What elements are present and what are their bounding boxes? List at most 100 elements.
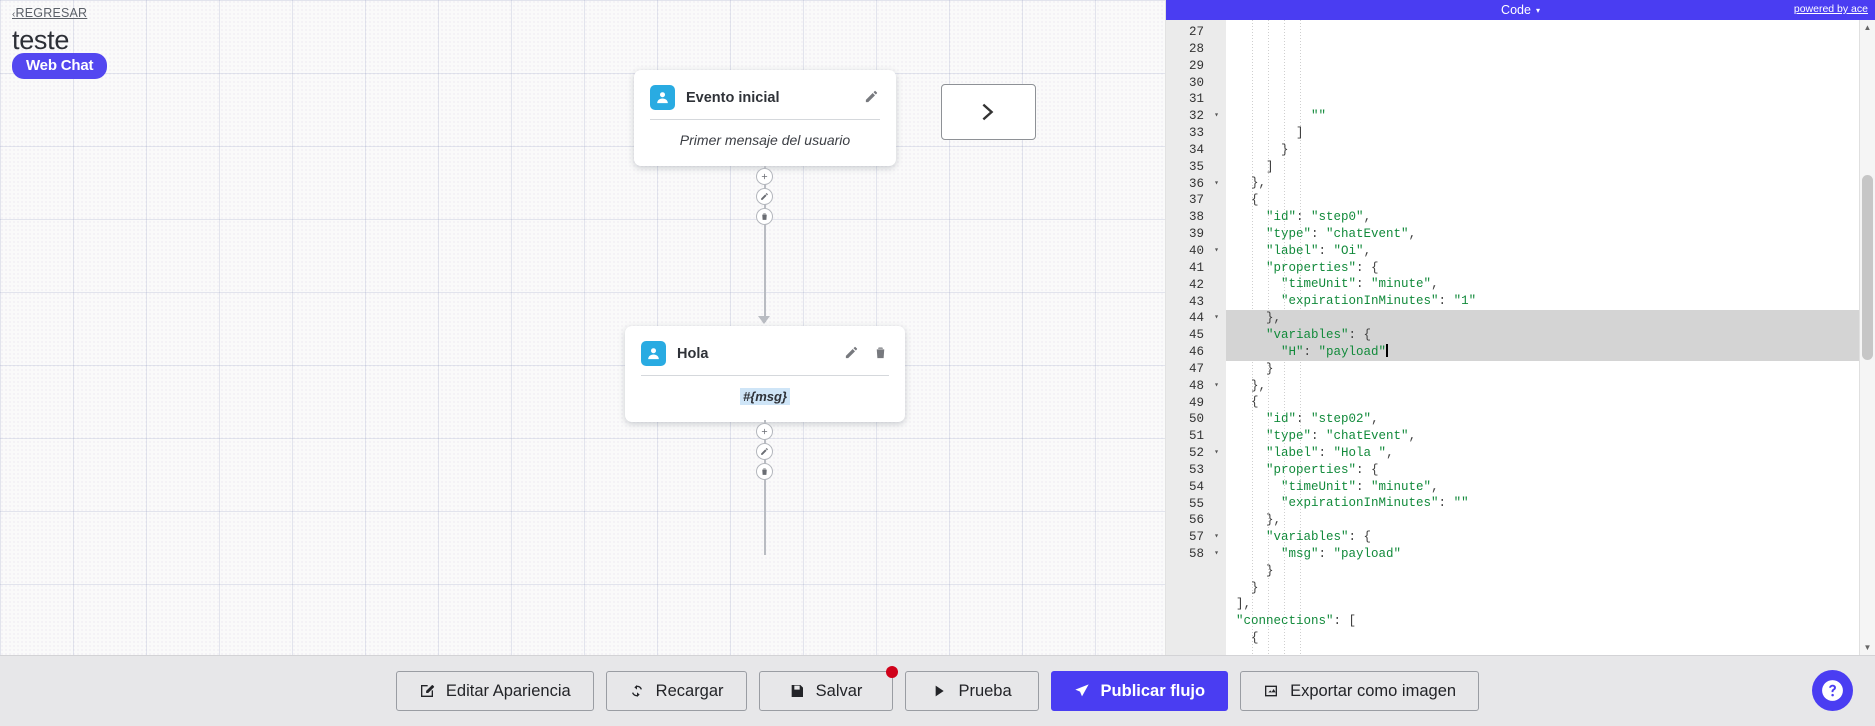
delete-node-icon[interactable] [871,345,889,363]
toolbar-button-editar-apariencia[interactable]: Editar Apariencia [395,671,594,711]
line-number: 53 [1188,462,1204,477]
code-line[interactable]: "id": "step02", [1266,412,1379,427]
line-number: 42 [1188,277,1204,292]
line-number: 43 [1188,294,1204,309]
code-line[interactable]: "" [1311,109,1327,123]
add-step-icon[interactable] [756,423,773,440]
user-icon [650,85,675,110]
code-line[interactable]: "expirationInMinutes": "1" [1281,294,1477,309]
code-line[interactable]: }, [1236,378,1267,393]
connector-actions-2[interactable] [756,423,773,480]
node-body: #{msg} [625,376,905,422]
line-number: 29 [1188,58,1204,73]
line-number: 57▾ [1188,530,1219,545]
code-line[interactable]: "id": "step0", [1266,210,1372,225]
code-line[interactable]: ], [1236,597,1252,612]
line-number: 31 [1188,92,1204,107]
line-number: 50 [1188,412,1204,427]
code-line[interactable]: "connections": [ [1236,614,1357,629]
fold-toggle-icon[interactable]: ▾ [1214,532,1219,542]
line-number: 40▾ [1188,243,1219,258]
scroll-down-icon[interactable]: ▼ [1863,643,1872,652]
code-line[interactable]: { [1236,193,1259,208]
code-line[interactable]: }, [1236,513,1282,528]
line-number: 45 [1188,328,1204,343]
code-text-area[interactable]: "" ] } ] }, { "id": "step0", "type": "ch… [1226,20,1875,655]
help-button[interactable] [1812,670,1853,711]
code-line[interactable]: } [1236,361,1274,376]
line-number: 52▾ [1188,446,1219,461]
code-line[interactable]: "properties": { [1266,462,1379,477]
line-number: 51 [1188,429,1204,444]
node-divider [641,375,889,376]
node-variable-chip: #{msg} [739,388,791,405]
code-line[interactable]: ] [1236,125,1304,140]
powered-by-ace-link[interactable]: powered by ace [1793,3,1868,15]
toolbar-button-salvar[interactable]: Salvar [758,666,898,711]
toolbar-button-recargar[interactable]: Recargar [605,671,747,711]
code-line[interactable]: } [1236,142,1289,157]
code-line[interactable]: "timeUnit": "minute", [1281,479,1439,494]
edit-node-icon[interactable] [842,345,860,363]
code-line[interactable]: "timeUnit": "minute", [1281,277,1439,292]
code-line[interactable]: "variables": { [1266,530,1372,545]
code-scrollbar[interactable]: ▲ ▼ [1859,20,1875,655]
code-line[interactable]: }, [1226,310,1875,327]
toolbar-button-exportar-como-imagen[interactable]: Exportar como imagen [1240,671,1480,711]
toolbar-button-label: Salvar [815,681,863,700]
code-line[interactable]: "variables": { [1226,326,1875,344]
send-icon [1074,684,1089,697]
edit-node-icon[interactable] [862,89,880,107]
fold-toggle-icon[interactable]: ▾ [1214,111,1219,121]
connector-actions-1[interactable] [756,168,773,225]
code-line[interactable]: "type": "chatEvent", [1266,226,1417,241]
chevron-down-icon[interactable]: ▾ [1535,5,1540,15]
fold-toggle-icon[interactable]: ▾ [1214,380,1219,390]
collapse-panel-handle[interactable] [941,84,1036,140]
flow-node-hola[interactable]: Hola #{msg} [625,326,905,422]
refresh-icon [631,685,642,697]
connector-arrow-1 [758,316,770,324]
code-line[interactable]: } [1236,563,1274,578]
toolbar-button-label: Exportar como imagen [1290,681,1457,700]
line-number: 56 [1188,513,1204,528]
code-line[interactable]: ] [1236,159,1274,174]
fold-toggle-icon[interactable]: ▾ [1214,245,1219,255]
toolbar-button-publicar-flujo[interactable]: Publicar flujo [1050,671,1229,711]
delete-step-icon[interactable] [756,463,773,480]
connector-line-2 [764,420,766,555]
code-panel-header[interactable]: Code ▾ powered by ace [1166,0,1875,20]
code-line[interactable]: "H": "payload" [1226,343,1875,361]
code-line[interactable]: }, [1236,176,1267,191]
fold-toggle-icon[interactable]: ▾ [1214,448,1219,458]
code-line[interactable]: "properties": { [1266,260,1379,275]
node-placeholder-text: Primer mensaje del usuario [679,132,851,148]
code-line[interactable]: "type": "chatEvent", [1266,429,1417,444]
page-title: teste [12,25,70,55]
code-line[interactable]: "label": "Hola ", [1266,445,1394,460]
flow-node-evento-inicial[interactable]: Evento inicial Primer mensaje del usuari… [634,70,896,166]
fold-toggle-icon[interactable]: ▾ [1214,313,1219,323]
code-line[interactable]: "msg": "payload" [1281,546,1402,561]
code-line[interactable]: } [1236,580,1259,595]
code-line[interactable]: "label": "Oi", [1266,243,1372,258]
delete-step-icon[interactable] [756,208,773,225]
code-line[interactable]: { [1236,395,1259,410]
node-header: Evento inicial [634,70,896,119]
line-number: 28 [1188,41,1204,56]
toolbar-button-prueba[interactable]: Prueba [904,671,1039,711]
back-link[interactable]: ‹REGRESAR [12,6,87,20]
line-number: 35 [1188,159,1204,174]
add-step-icon[interactable] [756,168,773,185]
scrollbar-thumb[interactable] [1862,175,1873,360]
edit-step-icon[interactable] [756,443,773,460]
code-line[interactable]: "expirationInMinutes": "" [1281,496,1469,511]
line-number: 44▾ [1188,311,1219,326]
code-line[interactable]: { [1236,631,1259,646]
fold-toggle-icon[interactable]: ▾ [1214,549,1219,559]
fold-toggle-icon[interactable]: ▾ [1214,178,1219,188]
edit-step-icon[interactable] [756,188,773,205]
scroll-up-icon[interactable]: ▲ [1863,23,1872,32]
line-number: 32▾ [1188,109,1219,124]
